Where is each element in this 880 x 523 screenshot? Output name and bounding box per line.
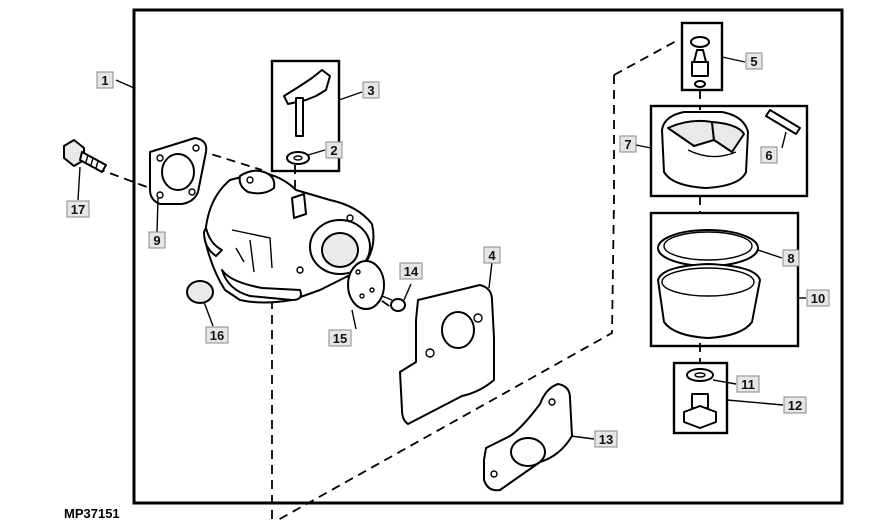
needle-valve-frame [680,21,724,92]
bolt-part [63,139,107,173]
callout-12-label: 12 [788,398,802,413]
callout-9-label: 9 [153,233,160,248]
callout-4-label: 4 [488,248,496,263]
callout-13-label: 13 [599,432,613,447]
gasket-part [149,137,208,205]
callout-2: 2 [325,141,343,159]
needle-valve-part [690,36,710,88]
callout-1: 1 [96,71,114,89]
callout-9: 9 [148,231,166,249]
float-frame [649,104,809,198]
callout-17: 17 [66,200,90,218]
insulator-gasket-part [483,383,573,492]
drain-screw-part [683,393,717,429]
float-pin-part [765,109,801,135]
callout-11-label: 11 [741,377,755,392]
fuel-bowl-part [657,229,761,339]
carburetor-body [203,169,375,304]
callout-5-label: 5 [750,54,757,69]
callout-7: 7 [619,135,637,153]
callout-6: 6 [760,146,778,164]
callout-15-label: 15 [333,331,347,346]
leader-lines [77,56,806,440]
callout-1-label: 1 [101,73,108,88]
callout-16-label: 16 [210,328,224,343]
callout-5: 5 [745,52,763,70]
drain-screw-frame [672,361,729,435]
callout-15: 15 [328,329,352,347]
bowl-frame [649,211,800,348]
callout-7-label: 7 [624,137,631,152]
callout-2-label: 2 [330,143,337,158]
assembly-dashed-lines [95,39,701,521]
callout-3-label: 3 [367,83,374,98]
callout-12: 12 [783,396,807,414]
throttle-plate-part [347,260,385,310]
callout-17-label: 17 [71,202,85,217]
float-part [661,111,749,189]
diagram-frame [132,8,844,505]
drain-washer-part [686,368,714,382]
plug-part [186,280,214,304]
callout-4: 4 [483,246,501,264]
callout-8: 8 [782,249,800,267]
callout-8-label: 8 [787,251,794,266]
shaft-assembly-frame [270,59,341,173]
callout-11: 11 [736,375,760,393]
callout-10-label: 10 [811,291,825,306]
callout-6-label: 6 [765,148,772,163]
callout-14: 14 [399,262,423,280]
callout-14-label: 14 [404,264,419,279]
screw-part [381,295,406,312]
callout-3: 3 [362,81,380,99]
throttle-shaft-part [283,69,331,165]
heat-shield-part [399,284,495,425]
callout-10: 10 [806,289,830,307]
figure-id: MP37151 [64,506,120,521]
callout-16: 16 [205,326,229,344]
callout-13: 13 [594,430,618,448]
